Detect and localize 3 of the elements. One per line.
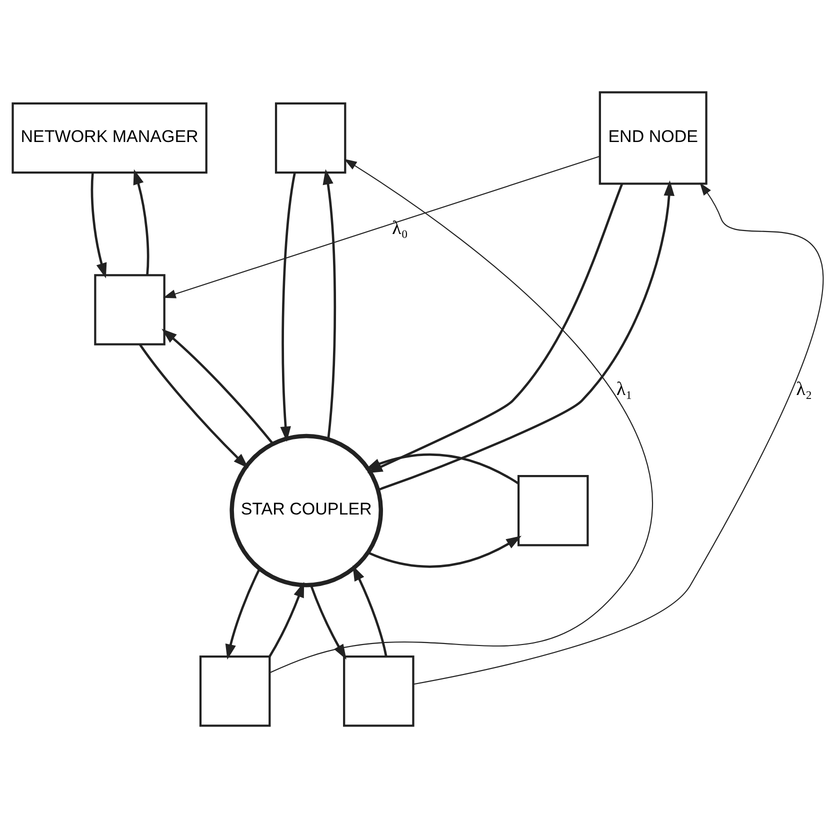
edge-label: λ₂ [796,378,812,400]
edge-label: λ₀ [392,218,408,239]
edge-label: λ₁ [616,378,632,400]
